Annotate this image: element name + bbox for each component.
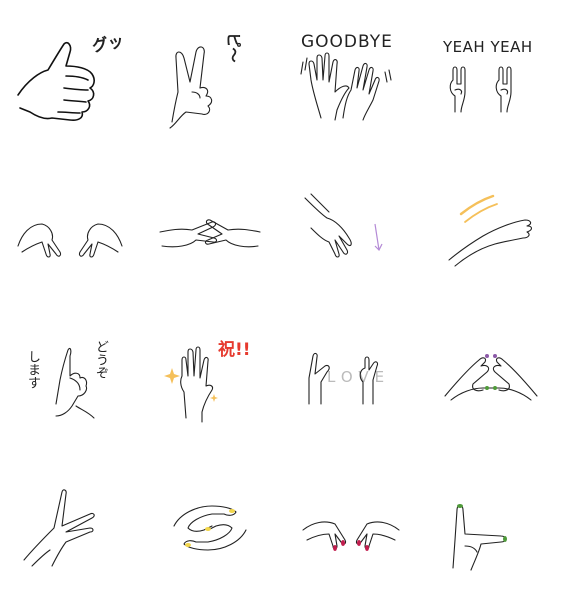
rock-hands-icon xyxy=(449,66,512,113)
sticker-caption: どうぞ xyxy=(93,340,108,379)
sticker-peace[interactable]: ピ～ xyxy=(140,0,280,150)
sticker-caption: LOVE xyxy=(327,368,391,386)
s-shape-hands-icon xyxy=(173,505,247,551)
sticker-caption: 祝!! xyxy=(218,340,251,360)
sticker-heart-frame[interactable] xyxy=(421,300,561,450)
sideways-peace-icon xyxy=(159,219,261,248)
sticker-goodbye[interactable]: GOODBYE xyxy=(281,0,421,150)
sticker-thumbs-up[interactable]: グッ xyxy=(0,0,140,150)
sticker-peace-sideways[interactable] xyxy=(140,150,280,300)
sticker-caption-2: します xyxy=(25,350,40,389)
sticker-double-peace-down[interactable] xyxy=(0,150,140,300)
sticker-gun-hand[interactable] xyxy=(0,450,140,600)
sticker-dozo[interactable]: どうぞ します xyxy=(0,300,140,450)
palm-up-icon xyxy=(448,194,533,267)
sticker-caption: GOODBYE xyxy=(301,32,393,52)
sticker-s-hands[interactable] xyxy=(140,450,280,600)
dropping-hand-icon xyxy=(304,193,383,258)
sticker-nails[interactable] xyxy=(281,450,421,600)
sticker-l-hand[interactable] xyxy=(421,450,561,600)
sticker-hand-drop[interactable] xyxy=(281,150,421,300)
bowing-hands-icon xyxy=(55,347,95,419)
l-sign-hand-icon xyxy=(452,504,507,571)
sticker-celebrate[interactable]: 祝!! xyxy=(140,300,280,450)
double-peace-down-icon xyxy=(17,223,123,258)
thumbs-up-hand-icon xyxy=(17,41,95,121)
sticker-love[interactable]: LOVE xyxy=(281,300,421,450)
sticker-caption: ピ～ xyxy=(224,32,243,63)
peace-sign-hand-icon xyxy=(169,46,213,129)
love-letters-hands-icon xyxy=(308,352,379,405)
raised-hand-icon xyxy=(164,346,218,423)
nail-hands-icon xyxy=(302,521,400,551)
sticker-caption: YEAH YEAH xyxy=(443,38,533,56)
sticker-yeah[interactable]: YEAH YEAH xyxy=(421,0,561,150)
heart-frame-hands-icon xyxy=(444,354,538,401)
sticker-palm-up[interactable] xyxy=(421,150,561,300)
waving-hands-icon xyxy=(300,52,392,121)
gun-hand-icon xyxy=(23,489,95,567)
